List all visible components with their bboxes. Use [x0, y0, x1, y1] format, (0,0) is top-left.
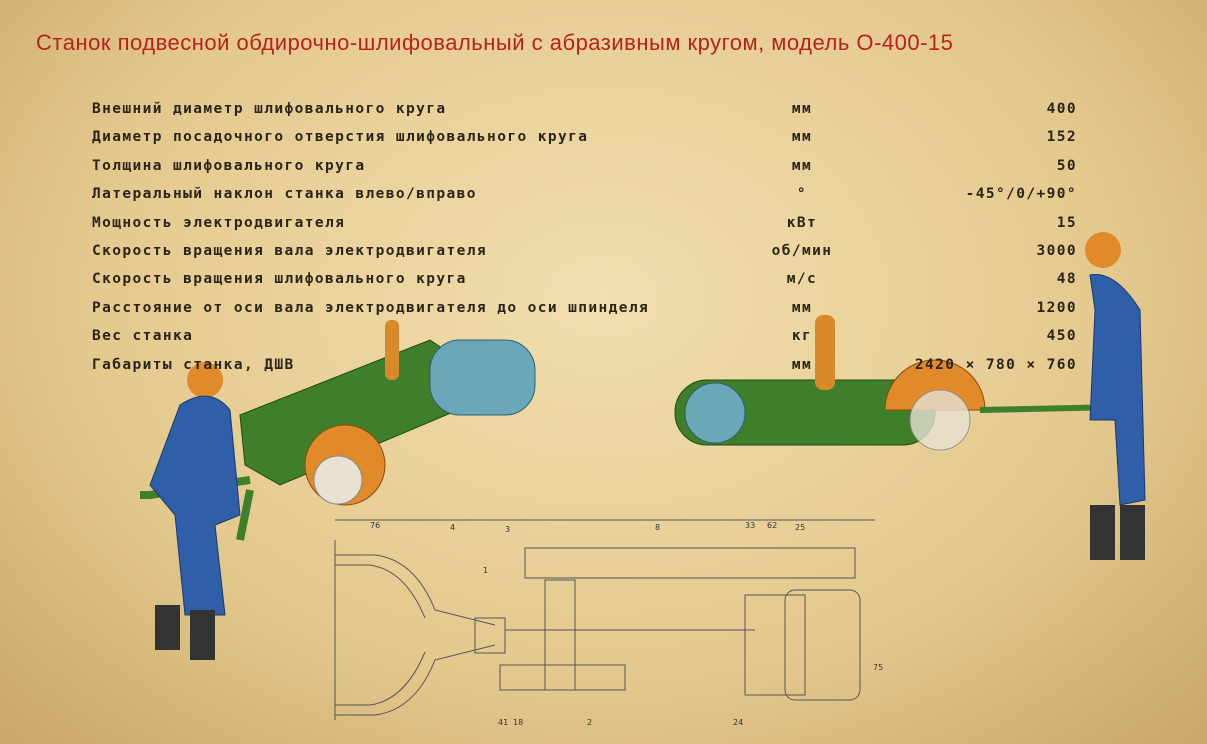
spec-row: Диаметр посадочного отверстия шлифовальн… — [92, 129, 1077, 157]
spec-unit: кг — [791, 328, 813, 345]
spec-name: Вес станка — [92, 328, 194, 345]
spec-row: Расстояние от оси вала электродвигателя … — [92, 300, 1077, 328]
machine-illustration-right — [674, 232, 1146, 560]
spec-unit: мм — [791, 129, 813, 146]
spec-unit: ° — [796, 186, 808, 203]
drawing-label: 25 — [795, 523, 805, 532]
spec-row: Скорость вращения шлифовального круга м/с… — [92, 271, 1077, 299]
drawing-label: 4 — [450, 523, 455, 532]
spec-row: Внешний диаметр шлифовального круга мм 400 — [92, 101, 1077, 129]
drawing-label: 41 — [498, 718, 508, 727]
spec-unit: мм — [791, 356, 813, 373]
spec-unit: мм — [791, 157, 813, 174]
spec-value: 1200 — [1036, 299, 1077, 316]
specs-table: Внешний диаметр шлифовального круга мм 400… — [92, 101, 1077, 385]
spec-name: Расстояние от оси вала электродвигателя … — [92, 299, 650, 316]
drawing-label: 3 — [505, 525, 510, 534]
drawing-label: 24 — [733, 718, 743, 727]
spec-value: 400 — [1046, 101, 1077, 117]
technical-drawing: 76 4 3 8 33 62 25 1 75 41 18 2 24 — [334, 519, 883, 727]
drawing-label: 33 — [745, 521, 755, 530]
spec-name: Внешний диаметр шлифовального круга — [92, 101, 447, 117]
drawing-label: 75 — [873, 663, 883, 672]
spec-value: 50 — [1056, 157, 1077, 174]
spec-value: 48 — [1056, 271, 1077, 288]
spec-value: 3000 — [1036, 242, 1077, 259]
spec-name: Латеральный наклон станка влево/вправо — [92, 186, 477, 203]
spec-value: 15 — [1056, 214, 1077, 231]
drawing-label: 76 — [370, 521, 380, 530]
spec-unit: мм — [791, 101, 813, 117]
drawing-label: 8 — [655, 523, 660, 532]
spec-row: Толщина шлифовального круга мм 50 — [92, 158, 1077, 186]
spec-value: 450 — [1046, 328, 1077, 345]
spec-row: Скорость вращения вала электродвигателя о… — [92, 243, 1077, 271]
spec-name: Скорость вращения вала электродвигателя — [92, 242, 488, 259]
spec-unit: мм — [791, 299, 813, 316]
drawing-label: 1 — [483, 566, 488, 575]
page-title: Станок подвесной обдирочно-шлифовальный … — [36, 30, 954, 55]
spec-value: -45°/0/+90° — [965, 186, 1077, 203]
spec-row: Латеральный наклон станка влево/вправо ° -… — [92, 186, 1077, 214]
spec-name: Габариты станка, ДШВ — [92, 356, 295, 373]
spec-name: Мощность электродвигателя — [92, 214, 346, 231]
spec-value: 2420 × 780 × 760 — [914, 356, 1077, 373]
machine-illustration-left — [140, 320, 536, 660]
drawing-label: 62 — [767, 521, 777, 530]
spec-name: Толщина шлифовального круга — [92, 157, 366, 174]
drawing-label: 18 — [513, 718, 523, 727]
spec-row: Мощность электродвигателя кВт 15 — [92, 215, 1077, 243]
spec-row: Вес станка кг 450 — [92, 328, 1077, 356]
spec-unit: м/с — [786, 271, 818, 288]
spec-value: 152 — [1046, 129, 1077, 146]
drawing-label: 2 — [587, 718, 592, 727]
spec-name: Скорость вращения шлифовального круга — [92, 271, 467, 288]
spec-unit: кВт — [786, 214, 818, 231]
spec-name: Диаметр посадочного отверстия шлифовальн… — [92, 129, 589, 146]
spec-row: Габариты станка, ДШВ мм 2420 × 780 × 760 — [92, 357, 1077, 385]
spec-unit: об/мин — [771, 242, 833, 259]
